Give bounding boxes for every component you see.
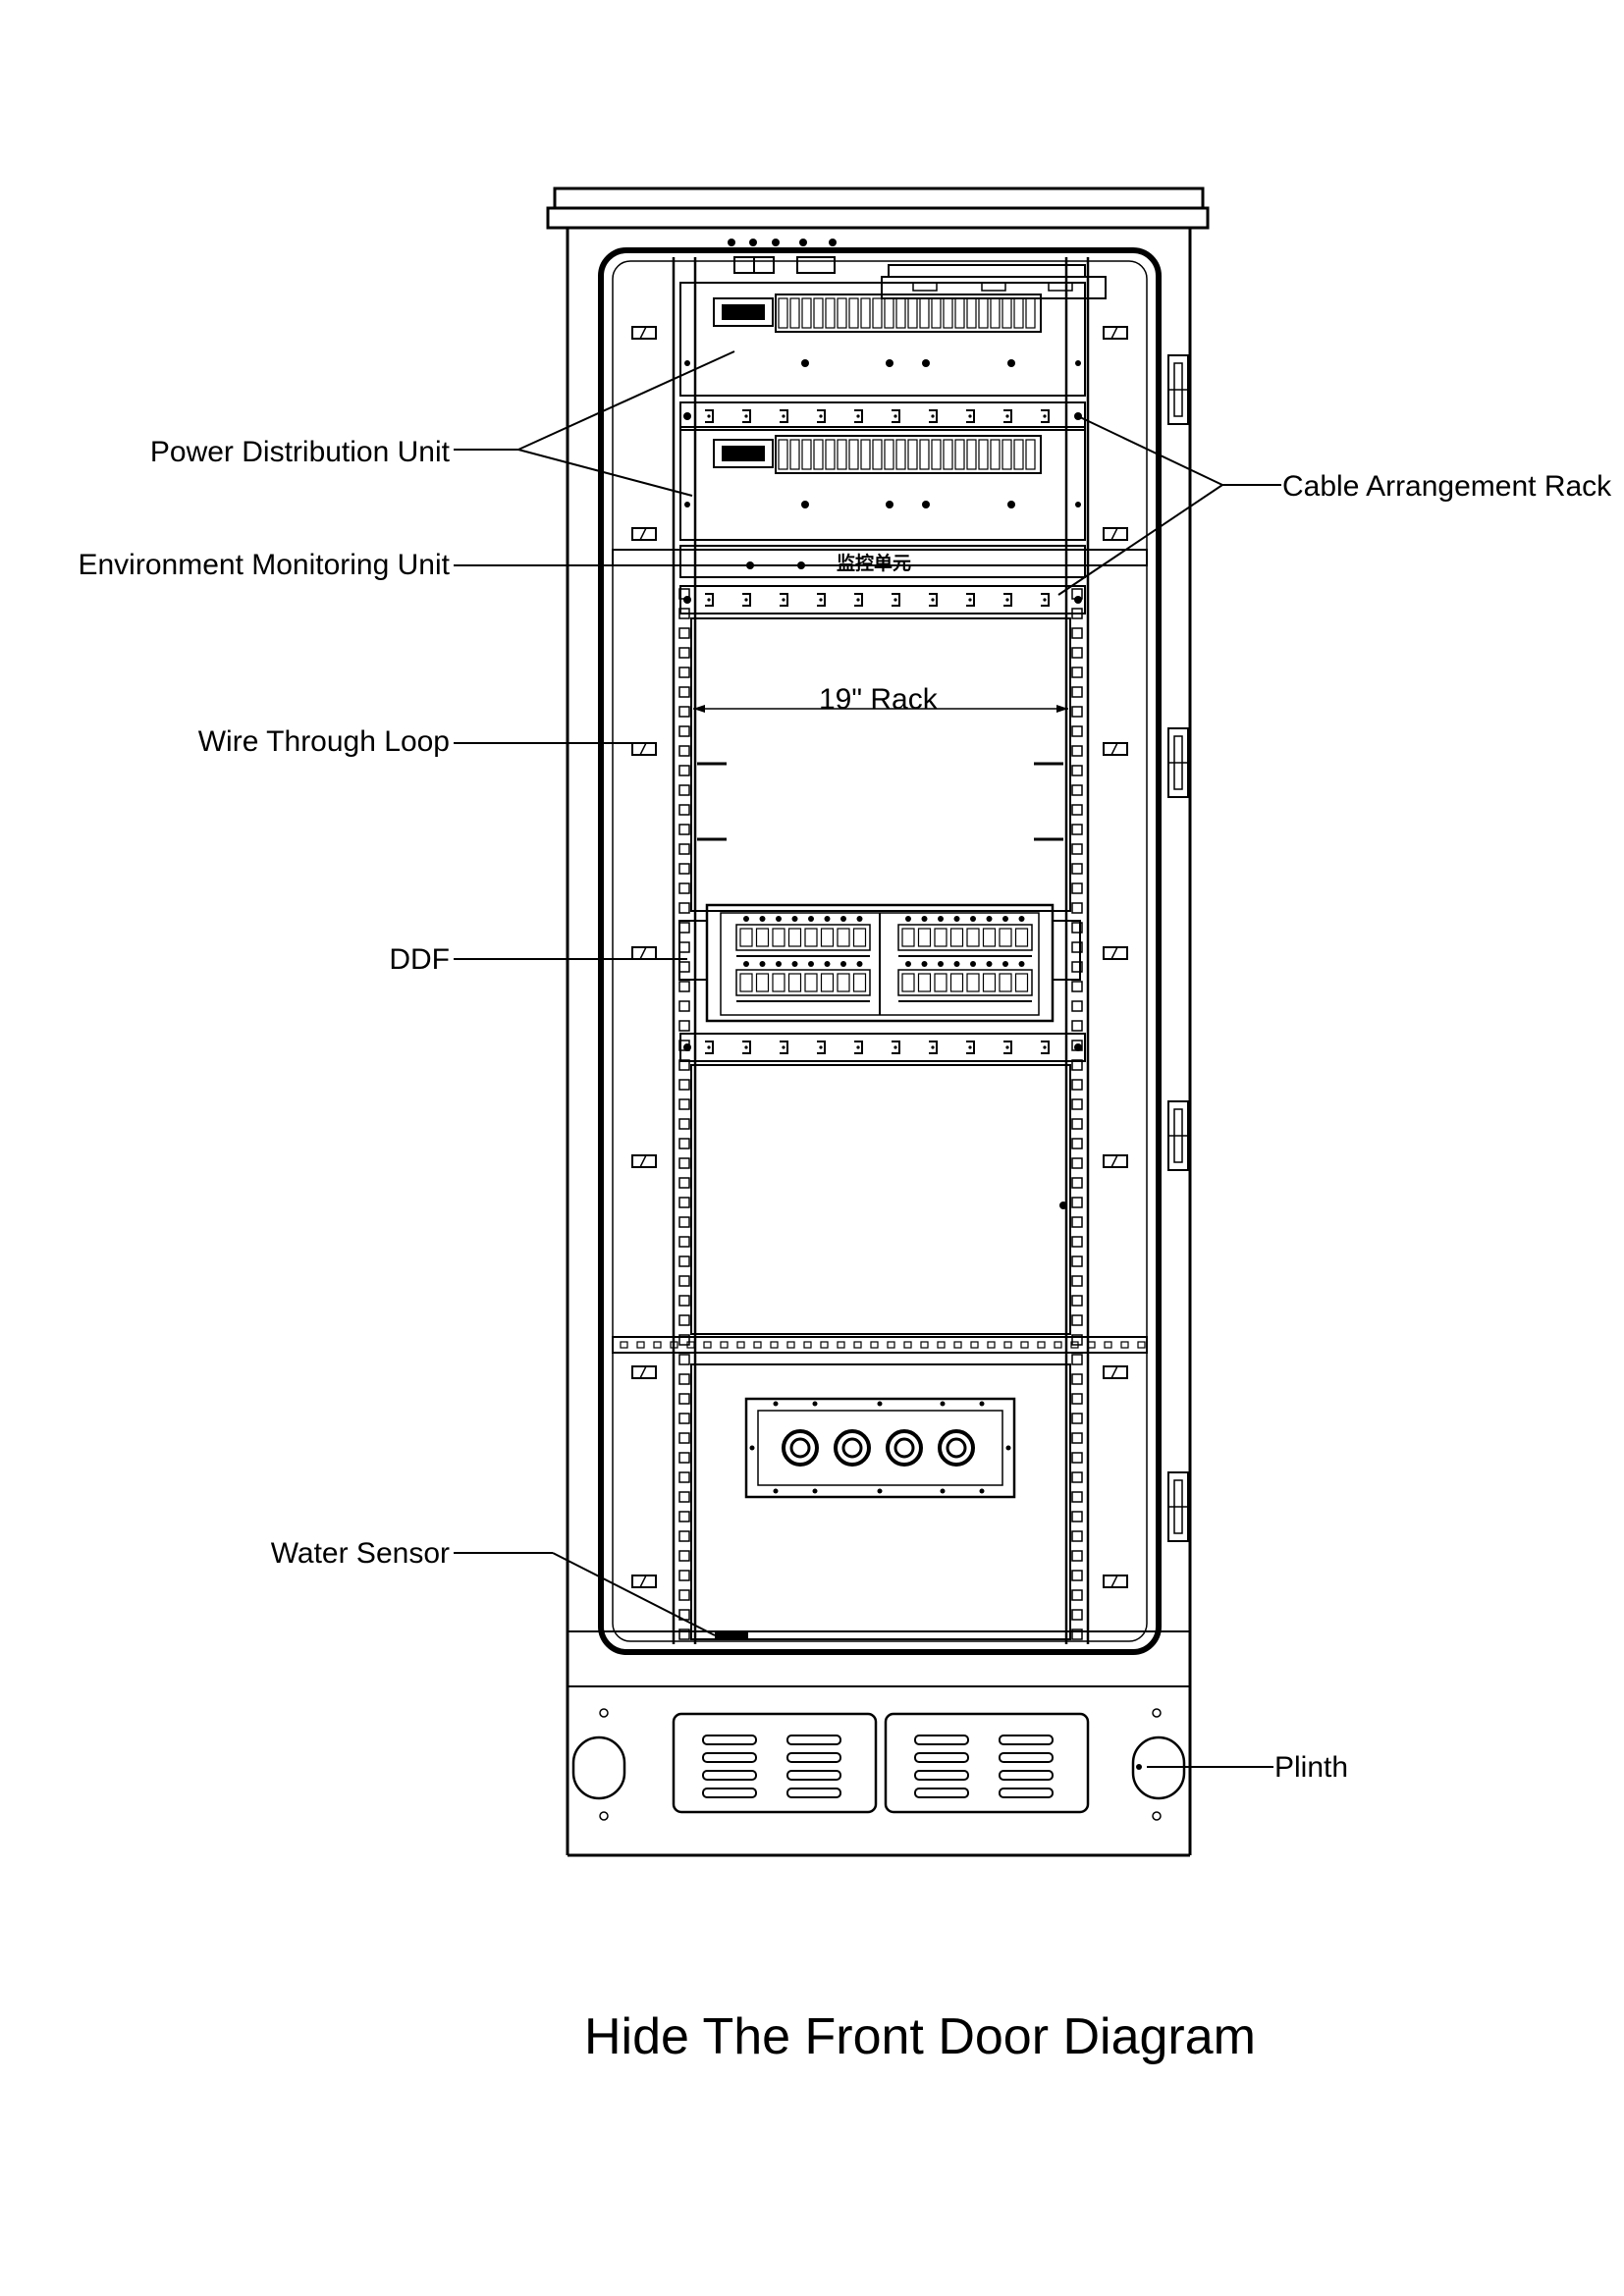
power-distribution-unit-1 bbox=[679, 282, 1086, 397]
top-cable-entries bbox=[728, 239, 837, 274]
power-distribution-unit-2 bbox=[679, 426, 1086, 541]
cable-arrangement-rack-2 bbox=[679, 585, 1086, 614]
callout-water-sensor: Water Sensor bbox=[271, 1537, 716, 1636]
label-ddf: DDF bbox=[389, 943, 450, 976]
callout-plinth: Plinth bbox=[1147, 1751, 1348, 1784]
plinth bbox=[571, 1708, 1186, 1821]
cabinet-outer-frame bbox=[566, 228, 1192, 1857]
callout-power-distribution-unit: Power Distribution Unit bbox=[150, 350, 735, 497]
rack-bay-19-inch bbox=[690, 617, 1071, 912]
label-wire-through-loop: Wire Through Loop bbox=[198, 725, 450, 758]
rack-19-dimension: 19" Rack bbox=[693, 683, 1068, 716]
rack-rail-left bbox=[672, 257, 697, 1644]
label-environment-monitoring-unit: Environment Monitoring Unit bbox=[78, 549, 450, 581]
water-sensor bbox=[715, 1631, 748, 1639]
monitoring-panel-text: 监控单元 bbox=[837, 552, 911, 574]
diagram-title: Hide The Front Door Diagram bbox=[584, 2008, 1256, 2065]
label-cable-arrangement-rack: Cable Arrangement Rack bbox=[1282, 470, 1612, 503]
label-plinth: Plinth bbox=[1274, 1751, 1348, 1784]
callout-wire-through-loop: Wire Through Loop bbox=[198, 725, 638, 758]
environment-monitoring-unit: 监控单元 bbox=[679, 545, 1086, 578]
cross-bar-lower bbox=[612, 1336, 1148, 1354]
cable-gland-plate bbox=[744, 1397, 1016, 1499]
callout-ddf: DDF bbox=[389, 943, 687, 976]
label-water-sensor: Water Sensor bbox=[271, 1537, 450, 1570]
ddf-panel bbox=[678, 903, 1081, 1023]
door-opening bbox=[598, 247, 1162, 1655]
cable-arrangement-rack-3 bbox=[679, 1033, 1086, 1062]
label-power-distribution-unit: Power Distribution Unit bbox=[150, 436, 451, 468]
lower-rack-bay bbox=[690, 1064, 1071, 1335]
rack-rail-right bbox=[1064, 257, 1090, 1644]
callout-cable-arrangement-rack: Cable Arrangement Rack bbox=[1057, 416, 1612, 596]
cross-bar-upper bbox=[612, 549, 1148, 566]
callout-environment-monitoring-unit: Environment Monitoring Unit bbox=[78, 549, 707, 581]
cable-arrangement-rack-1 bbox=[679, 401, 1086, 431]
door-hinges bbox=[1167, 354, 1189, 1542]
label-rack-19: 19" Rack bbox=[819, 683, 939, 716]
cabinet-roof bbox=[546, 187, 1210, 230]
bottom-plate bbox=[690, 1363, 1071, 1640]
side-brackets bbox=[631, 326, 1128, 1588]
